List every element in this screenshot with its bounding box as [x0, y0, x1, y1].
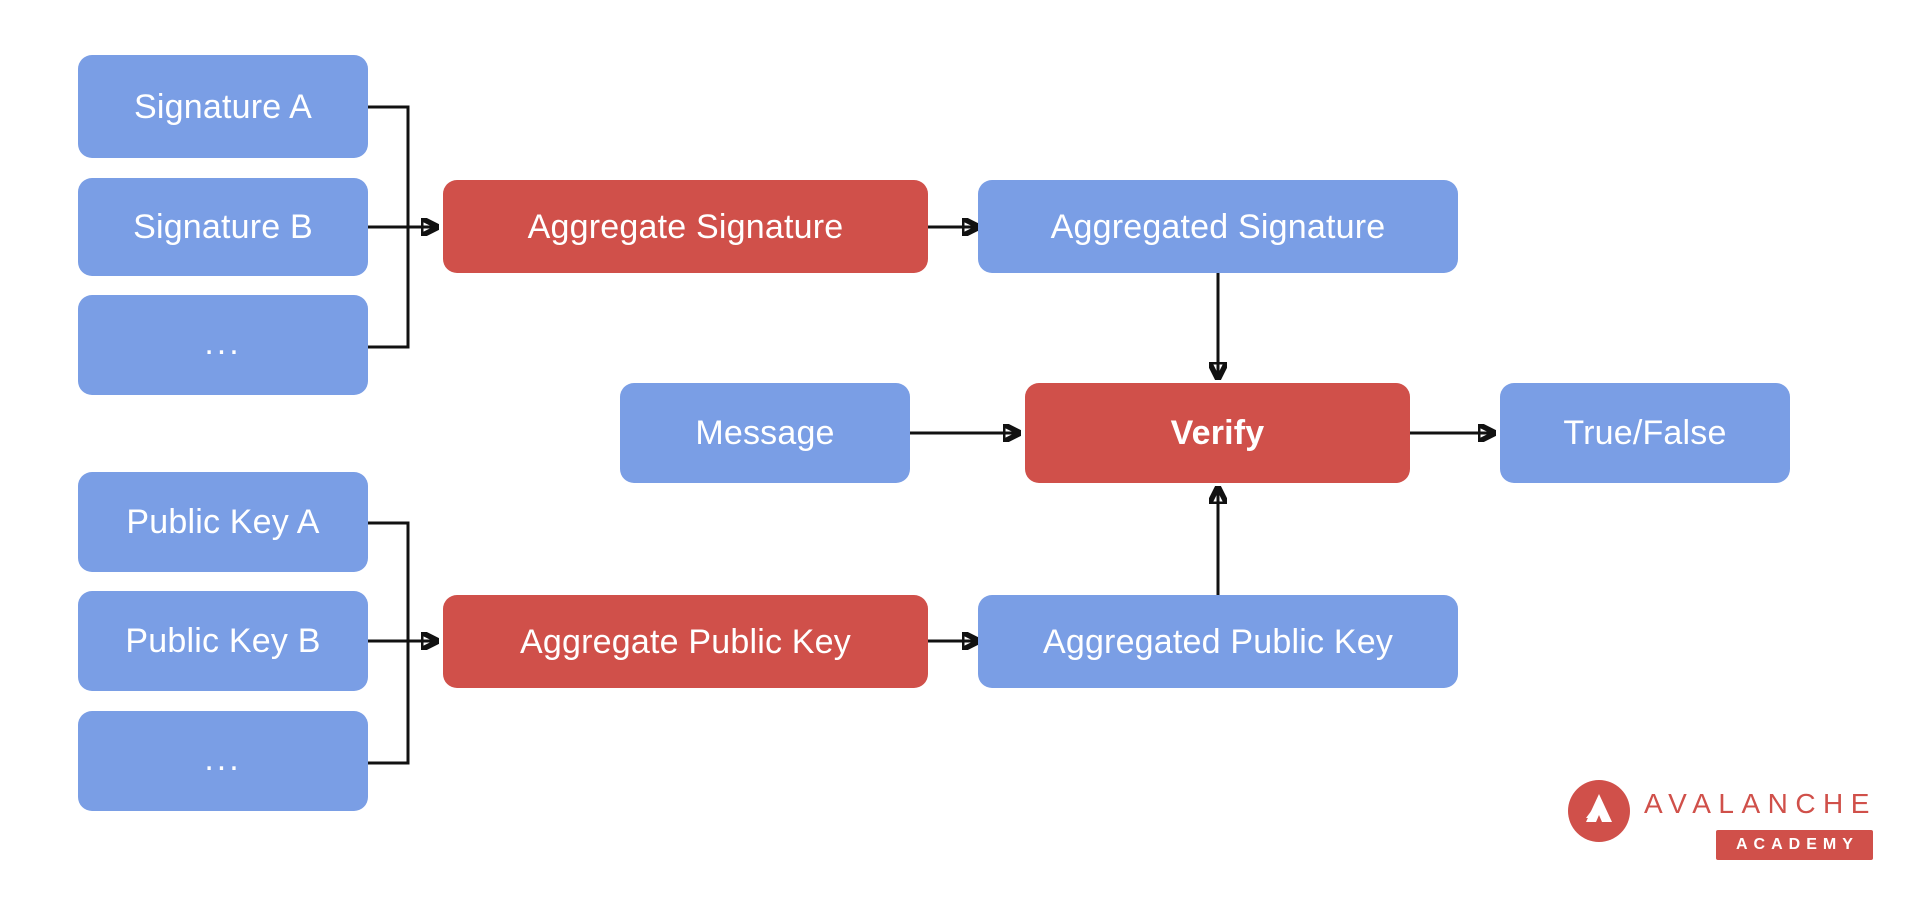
- node-public-key-b[interactable]: Public Key B: [78, 591, 368, 691]
- node-aggregated-signature-label: Aggregated Signature: [1050, 207, 1386, 246]
- avalanche-wordmark: AVALANCHE: [1644, 788, 1877, 819]
- node-aggregated-public-key-label: Aggregated Public Key: [1042, 622, 1394, 661]
- node-public-key-a[interactable]: Public Key A: [78, 472, 368, 572]
- node-signature-b[interactable]: Signature B: [78, 178, 368, 276]
- node-public-key-a-label: Public Key A: [126, 503, 320, 541]
- node-true-false[interactable]: True/False: [1500, 383, 1790, 483]
- academy-badge: ACADEMY: [1716, 830, 1873, 860]
- node-public-key-more[interactable]: ...: [78, 711, 368, 811]
- node-verify-label: Verify: [1170, 414, 1265, 452]
- wire-signature-a: [368, 105, 410, 227]
- avalanche-triangle-mark-icon: [1568, 780, 1630, 842]
- node-public-key-b-label: Public Key B: [125, 622, 321, 660]
- node-aggregate-public-key-label: Aggregate Public Key: [520, 622, 851, 661]
- node-public-key-more-label: ...: [204, 740, 242, 778]
- node-signature-a-label: Signature A: [134, 87, 312, 126]
- node-true-false-label: True/False: [1563, 414, 1727, 452]
- node-aggregate-signature-label: Aggregate Signature: [527, 207, 844, 246]
- node-signature-more-label: ...: [204, 324, 242, 362]
- node-aggregate-signature[interactable]: Aggregate Signature: [443, 180, 928, 273]
- node-aggregate-public-key[interactable]: Aggregate Public Key: [443, 595, 928, 688]
- avalanche-academy-logo: AVALANCHE ACADEMY: [1568, 778, 1888, 866]
- node-signature-more[interactable]: ...: [78, 295, 368, 395]
- node-message[interactable]: Message: [620, 383, 910, 483]
- wire-public-key-more: [368, 641, 410, 765]
- node-verify[interactable]: Verify: [1025, 383, 1410, 483]
- node-signature-a[interactable]: Signature A: [78, 55, 368, 158]
- node-message-label: Message: [695, 414, 835, 452]
- node-signature-b-label: Signature B: [133, 208, 313, 246]
- wire-signature-more: [368, 227, 410, 349]
- wire-public-key-a: [368, 521, 410, 641]
- node-aggregated-public-key[interactable]: Aggregated Public Key: [978, 595, 1458, 688]
- node-aggregated-signature[interactable]: Aggregated Signature: [978, 180, 1458, 273]
